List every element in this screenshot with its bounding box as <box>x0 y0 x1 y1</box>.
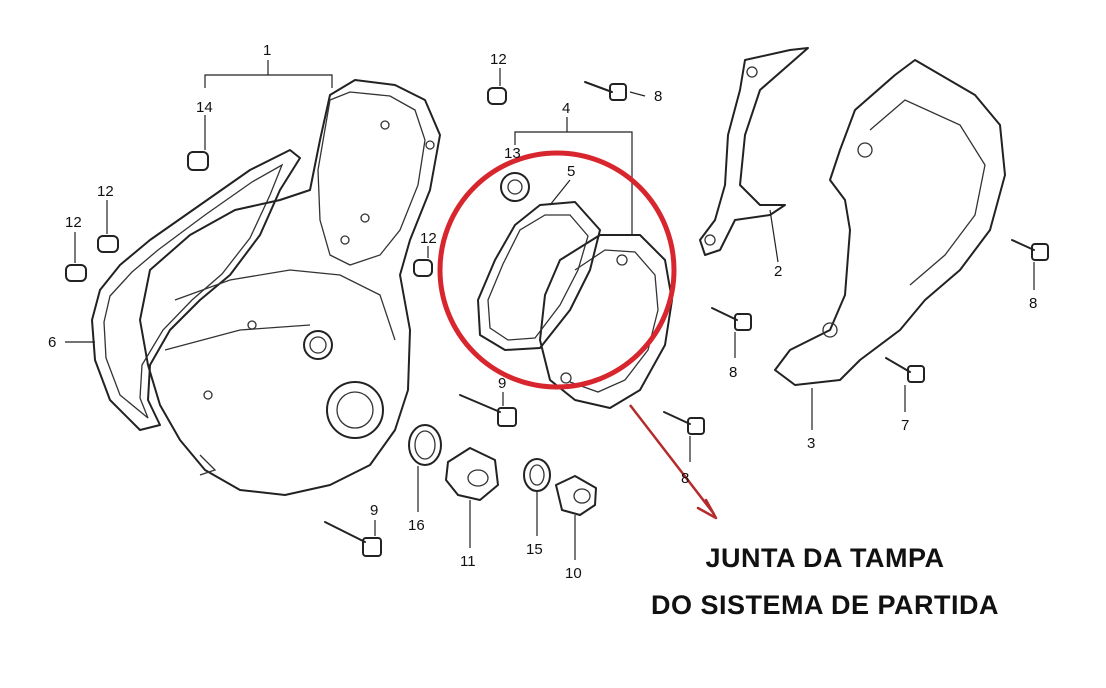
label-8: 8 <box>729 364 737 381</box>
side-cover-3 <box>774 59 1006 386</box>
label-3: 3 <box>807 435 815 452</box>
label-8: 8 <box>1029 295 1037 312</box>
label-11: 11 <box>460 553 476 570</box>
highlight-circle <box>437 150 677 390</box>
caption-line-2: DO SISTEMA DE PARTIDA <box>650 590 999 620</box>
label-12: 12 <box>490 51 507 68</box>
crankcase-cover-1 <box>139 79 441 496</box>
dowel-pins <box>65 87 507 282</box>
label-12: 12 <box>420 230 437 247</box>
gasket-6 <box>91 149 301 431</box>
label-8: 8 <box>681 470 689 487</box>
label-7: 7 <box>901 417 909 434</box>
label-9: 9 <box>370 502 378 519</box>
caption-line-1: JUNTA DA TAMPA <box>705 543 945 573</box>
starter-cover-4 <box>539 234 673 409</box>
label-8: 8 <box>654 88 662 105</box>
label-5: 5 <box>567 163 575 180</box>
starter-gasket-5 <box>477 201 601 351</box>
label-4: 4 <box>562 100 570 117</box>
label-13: 13 <box>504 145 521 162</box>
label-12: 12 <box>65 214 82 231</box>
label-9: 9 <box>498 375 506 392</box>
plugs-washers <box>408 424 597 516</box>
label-10: 10 <box>565 565 582 582</box>
pointer-arrow <box>629 404 718 520</box>
label-12: 12 <box>97 183 114 200</box>
label-2: 2 <box>774 263 782 280</box>
leader-lines <box>65 60 1035 560</box>
label-15: 15 <box>526 541 543 558</box>
part-number-labels: 1 14 12 12 12 12 6 4 13 5 8 8 8 8 2 3 7 … <box>48 42 1037 582</box>
bolts <box>324 81 1049 557</box>
label-1: 1 <box>263 42 271 59</box>
label-14: 14 <box>196 99 213 116</box>
oil-seal-13 <box>500 172 530 202</box>
label-16: 16 <box>408 517 425 534</box>
bracket-2 <box>699 47 809 256</box>
label-6: 6 <box>48 334 56 351</box>
